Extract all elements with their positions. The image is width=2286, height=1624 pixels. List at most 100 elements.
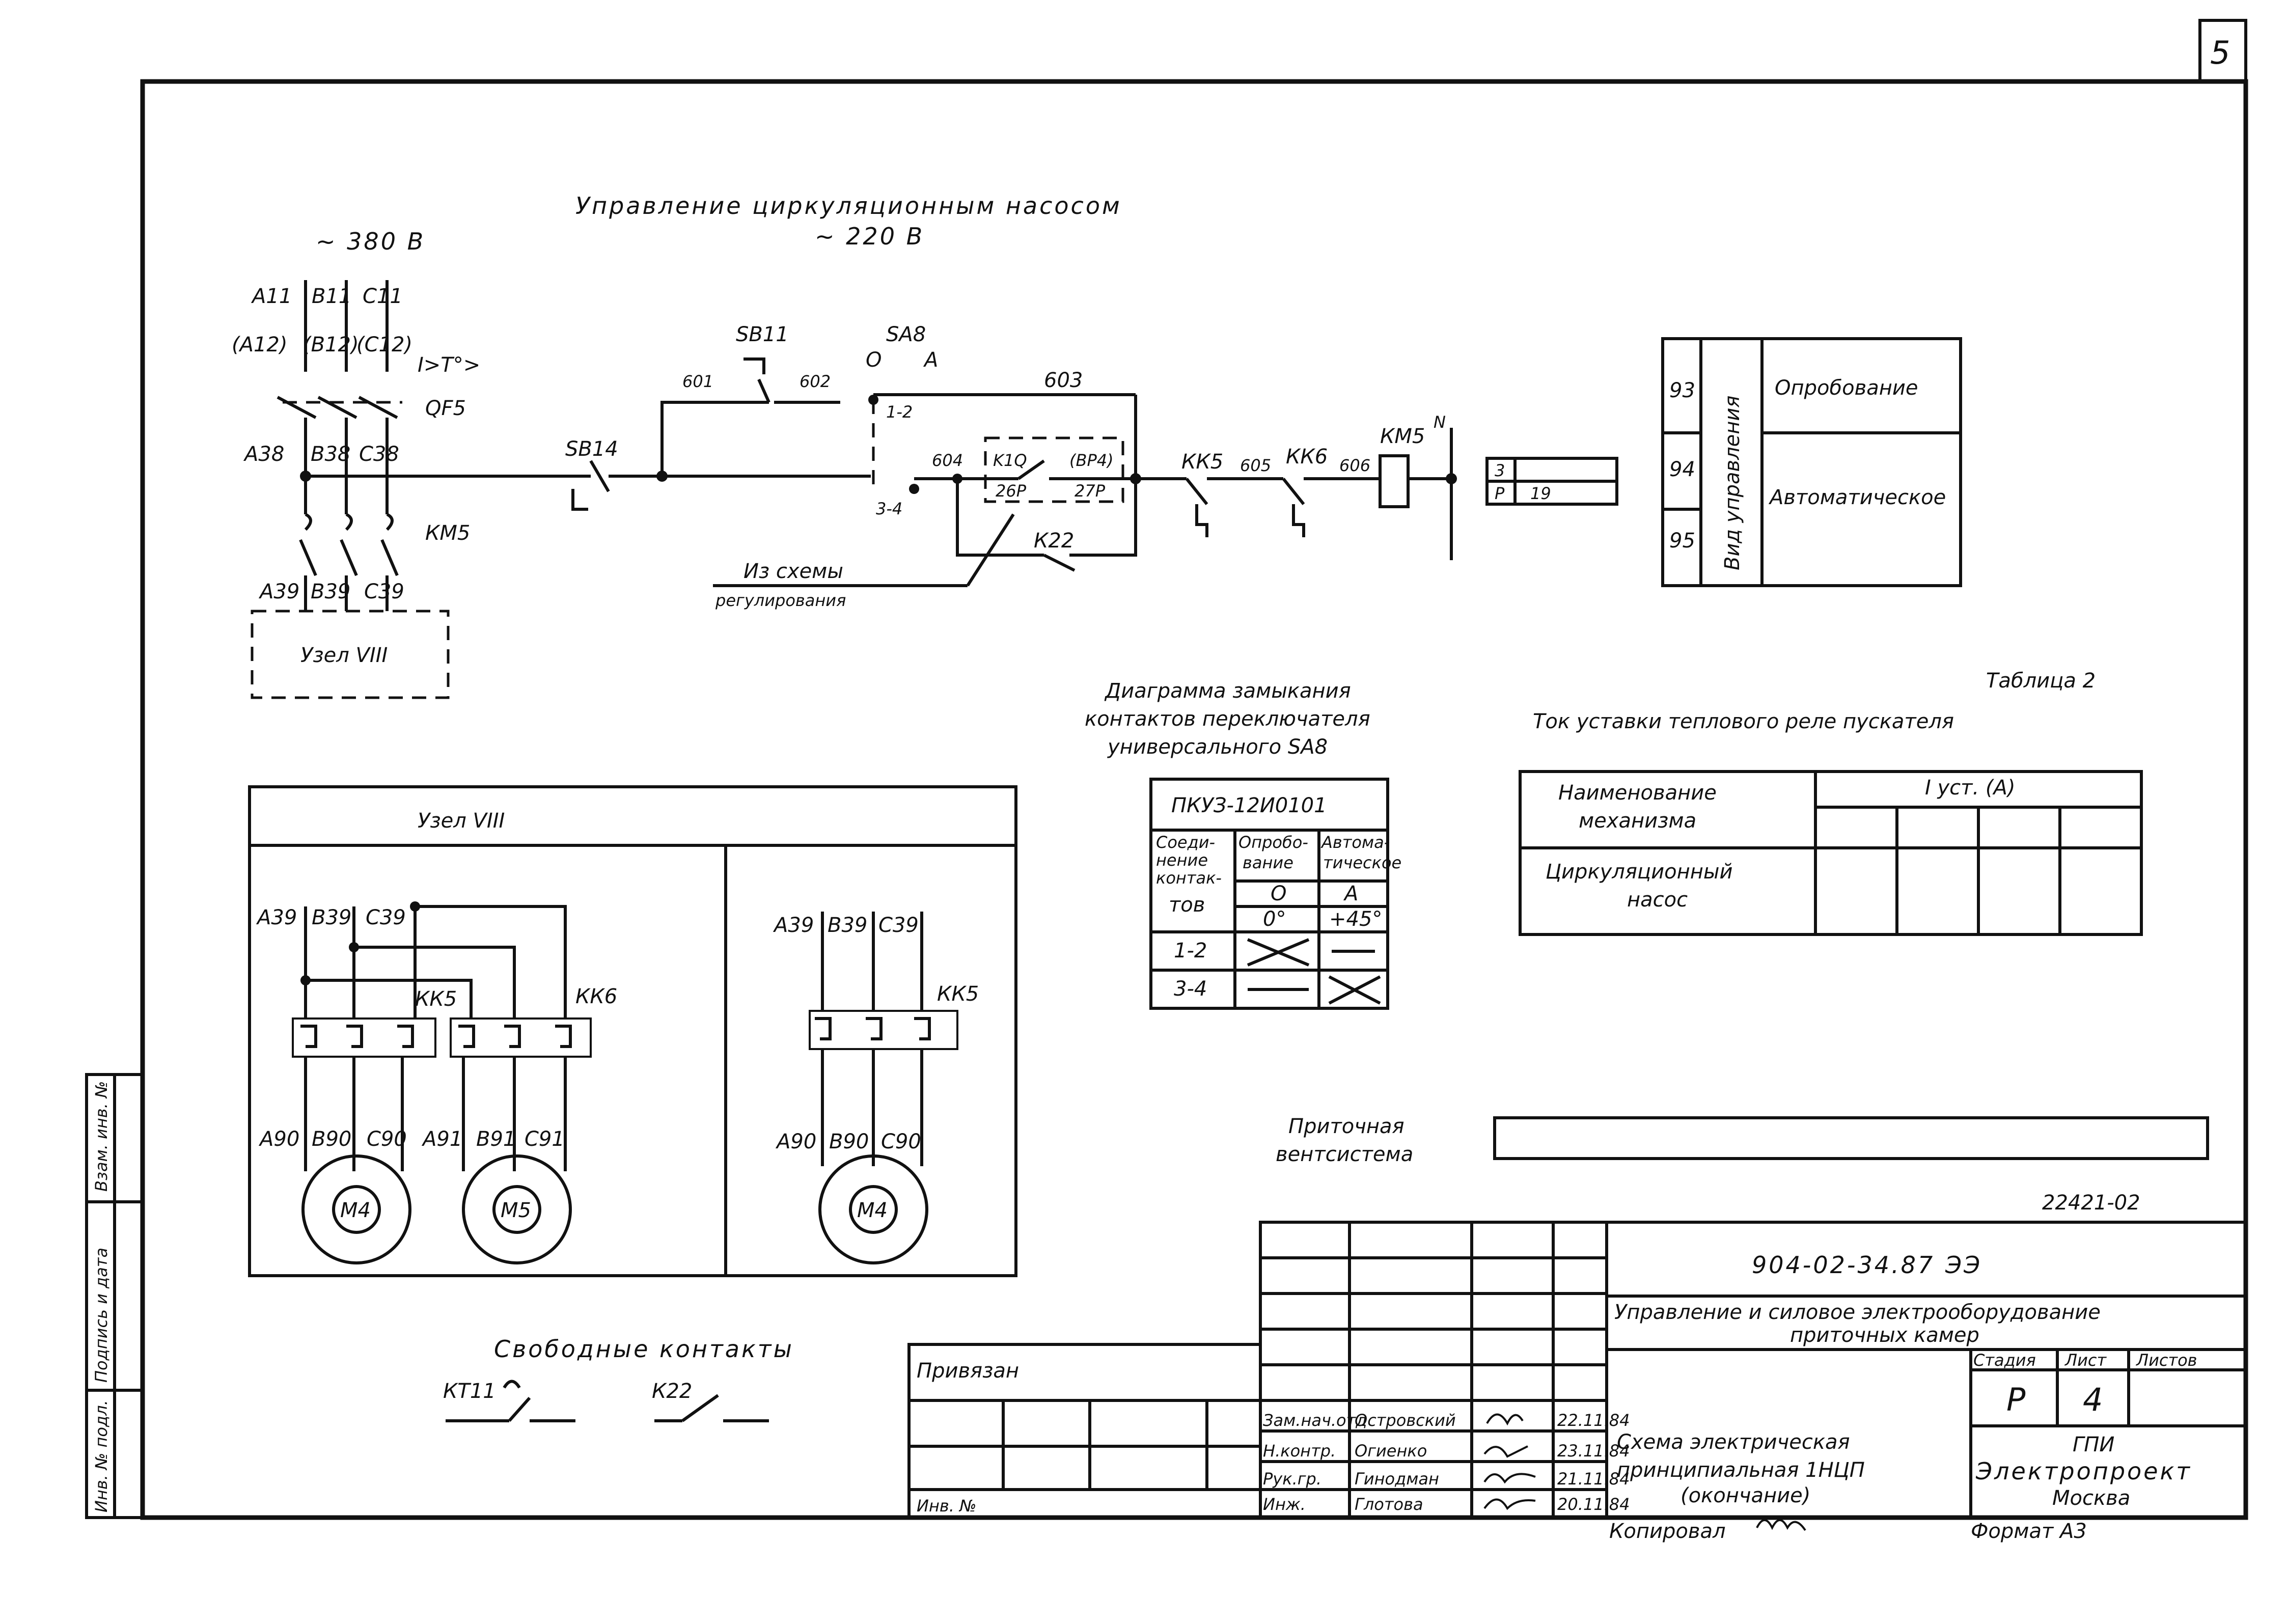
format-label: Формат А3: [1971, 1520, 2087, 1543]
label-b39: В39: [311, 580, 350, 603]
free-contact-k22: К22: [652, 1380, 692, 1403]
wire-606: 606: [1339, 456, 1370, 475]
col-conn-1: Соеди-: [1156, 833, 1215, 852]
coil-label: КМ5: [1380, 425, 1425, 448]
free-contacts: Свободные контакты КТ11 К22: [443, 1335, 794, 1422]
mode-header: Вид управления: [1721, 396, 1744, 571]
sheet-code: 22421-02: [2042, 1191, 2140, 1215]
side-label-signature: Подпись и дата: [92, 1248, 111, 1383]
stage-label: Стадия: [1973, 1351, 2036, 1370]
start-button-label: SB11: [736, 323, 789, 346]
m4-c90-right: С90: [881, 1130, 921, 1153]
angle-a: +45°: [1329, 907, 1382, 931]
copier-signature: [1756, 1519, 1806, 1531]
node-a39: А39: [256, 906, 297, 929]
phase-a11: А11: [251, 285, 292, 308]
mode-row-95: 95: [1669, 529, 1695, 553]
power-voltage: ~ 380 В: [316, 228, 425, 255]
m4-a90-right: А90: [775, 1130, 816, 1153]
switch-pos-a: А: [923, 348, 938, 372]
org-3: Москва: [2052, 1487, 2130, 1510]
row-1-2: 1-2: [1174, 939, 1207, 962]
mode-row-94: 94: [1669, 458, 1695, 481]
row-3-4: 3-4: [1174, 977, 1207, 1001]
col-test-1: Опробо-: [1238, 833, 1308, 852]
m5-a91: А91: [421, 1127, 462, 1151]
mode-table: 93 94 95 Вид управления Опробование Авто…: [1661, 337, 1962, 587]
m4-b90-right: В90: [829, 1130, 869, 1153]
supply-box: [1493, 1116, 2209, 1160]
diagram-title-1: Диаграмма замыкания: [1104, 679, 1351, 703]
relay-terminal: (ВР4): [1069, 451, 1114, 470]
relay-label: K1Q: [993, 451, 1027, 470]
wire-605: 605: [1240, 456, 1271, 475]
thermal-kk5-label: КК5: [1181, 450, 1223, 474]
supply-label-2: вентсистема: [1276, 1143, 1413, 1166]
contact-3-4: 3-4: [876, 499, 902, 518]
inv-label: Инв. №: [917, 1496, 976, 1516]
stop-button-label: SB14: [565, 437, 618, 461]
col-current: I уст. (А): [1925, 776, 2015, 800]
row-name-1: Циркуляционный: [1546, 860, 1732, 884]
col-name-2: механизма: [1579, 809, 1696, 833]
doc-suffix: ЭЭ: [1945, 1251, 1982, 1279]
mode-option-auto: Автоматическое: [1768, 486, 1946, 509]
col-conn-4: тов: [1169, 893, 1205, 917]
label-a39: А39: [258, 580, 299, 603]
label-a38: А38: [243, 443, 284, 466]
signer-role-1: Зам.нач.отд: [1263, 1411, 1367, 1430]
phase-b12: (В12): [303, 333, 359, 356]
col-auto-2: тическое: [1323, 853, 1401, 872]
phase-c11: С11: [363, 285, 403, 308]
node-box: Узел VIII А39 В39 С39 КК5 КК6 А90 В90 С9…: [248, 785, 1017, 1277]
pos-a: А: [1343, 882, 1358, 905]
signer-role-3: Рук.гр.: [1263, 1469, 1321, 1489]
ref-cell-19: 19: [1530, 484, 1551, 503]
node-kk5-right: КК5: [937, 982, 979, 1006]
side-strip: Взам. инв. № Подпись и дата Инв. № подл.: [85, 1073, 144, 1519]
contact-1-2: 1-2: [886, 402, 913, 422]
source-note-2: регулирования: [715, 591, 846, 610]
signer-name-2: Огиенко: [1355, 1441, 1427, 1461]
col-name-1: Наименование: [1558, 781, 1717, 805]
signer-name-4: Глотова: [1355, 1495, 1423, 1514]
motor-m4-right: М4: [857, 1199, 888, 1222]
control-circuit: SB14 601 SB11 602 SA8 О А 1-2 603 3-4 60…: [565, 323, 1618, 610]
sheet-label: Лист: [2064, 1351, 2107, 1370]
supply-label-1: Приточная: [1288, 1115, 1404, 1138]
free-contacts-title: Свободные контакты: [494, 1335, 794, 1363]
wire-601: 601: [682, 372, 713, 391]
m5-c91: С91: [525, 1127, 565, 1151]
col-test-2: вание: [1243, 853, 1293, 872]
switch-pos-o: О: [866, 348, 882, 372]
angle-o: 0°: [1263, 907, 1286, 931]
phase-c12: (С12): [356, 333, 412, 356]
table2-label: Таблица 2: [1986, 669, 2096, 693]
col-conn-3: контак-: [1156, 868, 1222, 888]
breaker-label: QF5: [425, 397, 466, 420]
terminal-27p: 27Р: [1075, 481, 1106, 501]
mode-option-test: Опробование: [1775, 376, 1918, 400]
label-c38: С38: [359, 443, 399, 466]
drawing-title-2: принципиальная 1НЦП: [1617, 1458, 1865, 1482]
motor-m4-left: М4: [340, 1199, 371, 1222]
neutral-label: N: [1434, 412, 1446, 432]
signer-role-4: Инж.: [1263, 1495, 1306, 1514]
switch-label: SA8: [886, 323, 926, 346]
mode-row-93: 93: [1669, 379, 1695, 402]
wire-603: 603: [1044, 369, 1083, 392]
project-title-1: Управление и силовое электрооборудование: [1614, 1301, 2101, 1324]
overcurrent-label: I>T°>: [418, 353, 480, 377]
drawing-title-3: (окончание): [1681, 1484, 1810, 1507]
signer-date-1: 22.11.84: [1557, 1411, 1630, 1430]
attached-label: Привязан: [917, 1359, 1019, 1383]
sheet-value: 4: [2083, 1381, 2103, 1418]
node-kk6: КК6: [575, 985, 617, 1008]
node-c39-right: С39: [878, 914, 919, 937]
table-2: Таблица 2 Ток уставки теплового реле пус…: [1519, 669, 2143, 936]
diagram-title-3: универсального SA8: [1107, 735, 1328, 759]
copied-label: Копировал: [1609, 1520, 1726, 1543]
contactor-label: КМ5: [425, 521, 470, 545]
node-ref-label: Узел VIII: [300, 644, 388, 667]
